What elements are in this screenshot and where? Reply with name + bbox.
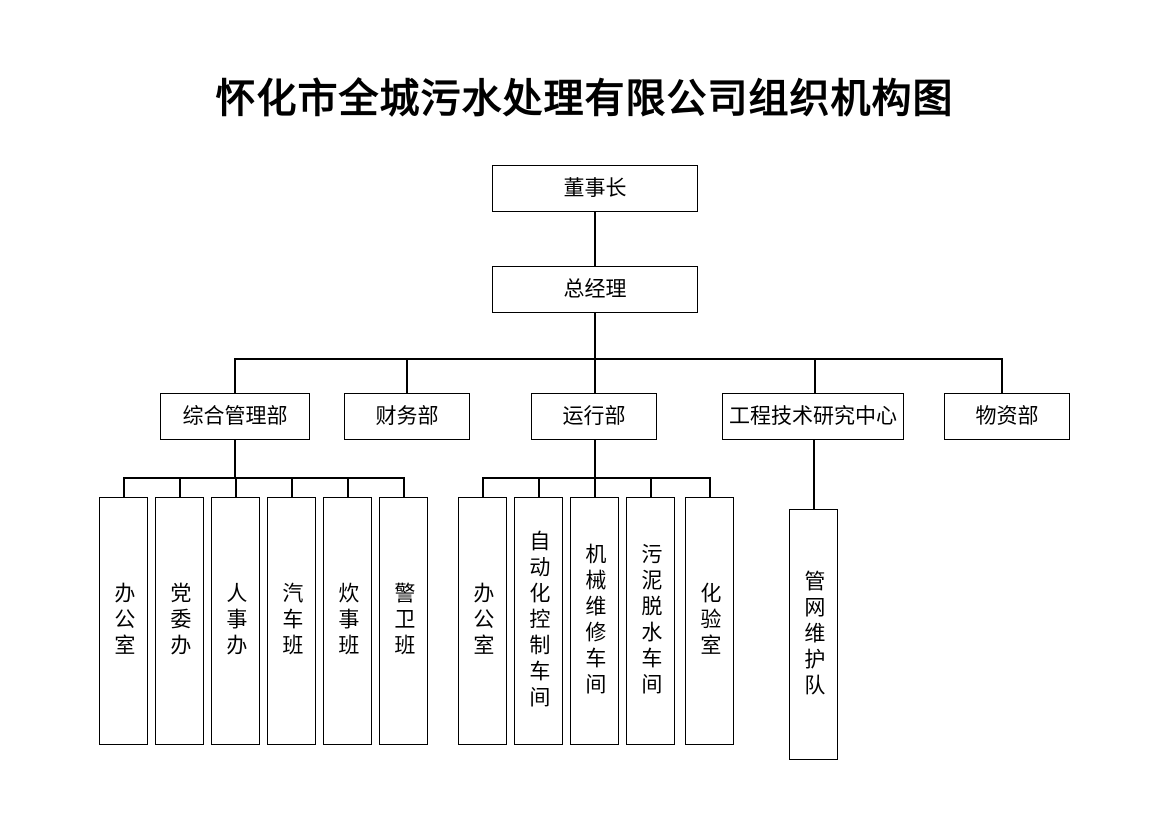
node-chairman-label: 董事长 <box>563 176 627 201</box>
connector-stem-operations <box>594 440 596 478</box>
node-admin-unit-security-team[interactable]: 警卫班 <box>379 497 428 745</box>
node-general-manager-label: 总经理 <box>563 277 627 302</box>
connector-drop-admin-5 <box>347 477 349 497</box>
connector-drop-dept-1 <box>234 358 236 393</box>
connector-drop-dept-3 <box>594 358 596 393</box>
connector-drop-operations-2 <box>538 477 540 497</box>
node-admin-unit-party-committee-office[interactable]: 党委办 <box>155 497 204 745</box>
node-general-manager[interactable]: 总经理 <box>492 266 698 313</box>
node-department-label-4: 工程技术研究中心 <box>729 404 897 429</box>
node-department-label-2: 财务部 <box>375 404 439 429</box>
node-admin-unit-canteen-team[interactable]: 炊事班 <box>323 497 372 745</box>
connector-gm-stem <box>594 313 596 359</box>
connector-drop-admin-6 <box>403 477 405 497</box>
page-title: 怀化市全城污水处理有限公司组织机构图 <box>215 75 954 122</box>
node-operations-unit-automation-control-workshop[interactable]: 自动化控制车间 <box>514 497 563 745</box>
node-operations-unit-label-1: 办公室 <box>470 582 495 660</box>
node-operations-unit-label-5: 化验室 <box>697 582 722 660</box>
node-operations-unit-label-2: 自动化控制车间 <box>526 530 551 712</box>
connector-drop-operations-1 <box>482 477 484 497</box>
connector-drop-operations-5 <box>709 477 711 497</box>
node-engineering-unit-label-1: 管网维护队 <box>801 569 826 700</box>
connector-stem-engineering-research-center <box>813 440 815 510</box>
node-operations-unit-laboratory[interactable]: 化验室 <box>685 497 734 745</box>
node-admin-unit-vehicle-team[interactable]: 汽车班 <box>267 497 316 745</box>
connector-drop-operations-3 <box>594 477 596 497</box>
node-admin-unit-label-2: 党委办 <box>167 582 192 660</box>
connector-drop-operations-4 <box>650 477 652 497</box>
node-department-operations[interactable]: 运行部 <box>531 393 657 440</box>
node-admin-unit-label-4: 汽车班 <box>279 582 304 660</box>
node-operations-unit-label-3: 机械维修车间 <box>582 543 607 699</box>
connector-drop-admin-1 <box>123 477 125 497</box>
node-operations-unit-label-4: 污泥脱水车间 <box>638 543 663 699</box>
node-operations-unit-office[interactable]: 办公室 <box>458 497 507 745</box>
node-admin-unit-label-1: 办公室 <box>111 582 136 660</box>
connector-department-bus <box>234 358 1002 360</box>
node-operations-unit-mechanical-maintenance-workshop[interactable]: 机械维修车间 <box>570 497 619 745</box>
connector-sub-bus-operations <box>482 477 711 479</box>
connector-stem-comprehensive-management <box>234 440 236 478</box>
connector-drop-admin-4 <box>291 477 293 497</box>
node-department-label-3: 运行部 <box>562 404 626 429</box>
node-department-engineering-research-center[interactable]: 工程技术研究中心 <box>722 393 904 440</box>
connector-chairman-to-gm <box>594 212 596 266</box>
connector-drop-admin-2 <box>179 477 181 497</box>
connector-drop-admin-3 <box>235 477 237 497</box>
node-admin-unit-label-5: 炊事班 <box>335 582 360 660</box>
connector-sub-bus-comprehensive-management <box>123 477 404 479</box>
node-operations-unit-sludge-dewatering-workshop[interactable]: 污泥脱水车间 <box>626 497 675 745</box>
node-admin-unit-office[interactable]: 办公室 <box>99 497 148 745</box>
node-department-label-1: 综合管理部 <box>182 404 288 429</box>
node-chairman[interactable]: 董事长 <box>492 165 698 212</box>
node-department-materials[interactable]: 物资部 <box>944 393 1070 440</box>
node-admin-unit-label-3: 人事办 <box>223 582 248 660</box>
node-admin-unit-personnel-office[interactable]: 人事办 <box>211 497 260 745</box>
connector-drop-dept-2 <box>406 358 408 393</box>
node-department-finance[interactable]: 财务部 <box>344 393 470 440</box>
node-engineering-unit-pipeline-maintenance-team[interactable]: 管网维护队 <box>789 509 838 760</box>
connector-drop-dept-4 <box>814 358 816 393</box>
node-admin-unit-label-6: 警卫班 <box>391 582 416 660</box>
node-department-comprehensive-management[interactable]: 综合管理部 <box>160 393 310 440</box>
node-department-label-5: 物资部 <box>975 404 1039 429</box>
connector-drop-dept-5 <box>1001 358 1003 393</box>
